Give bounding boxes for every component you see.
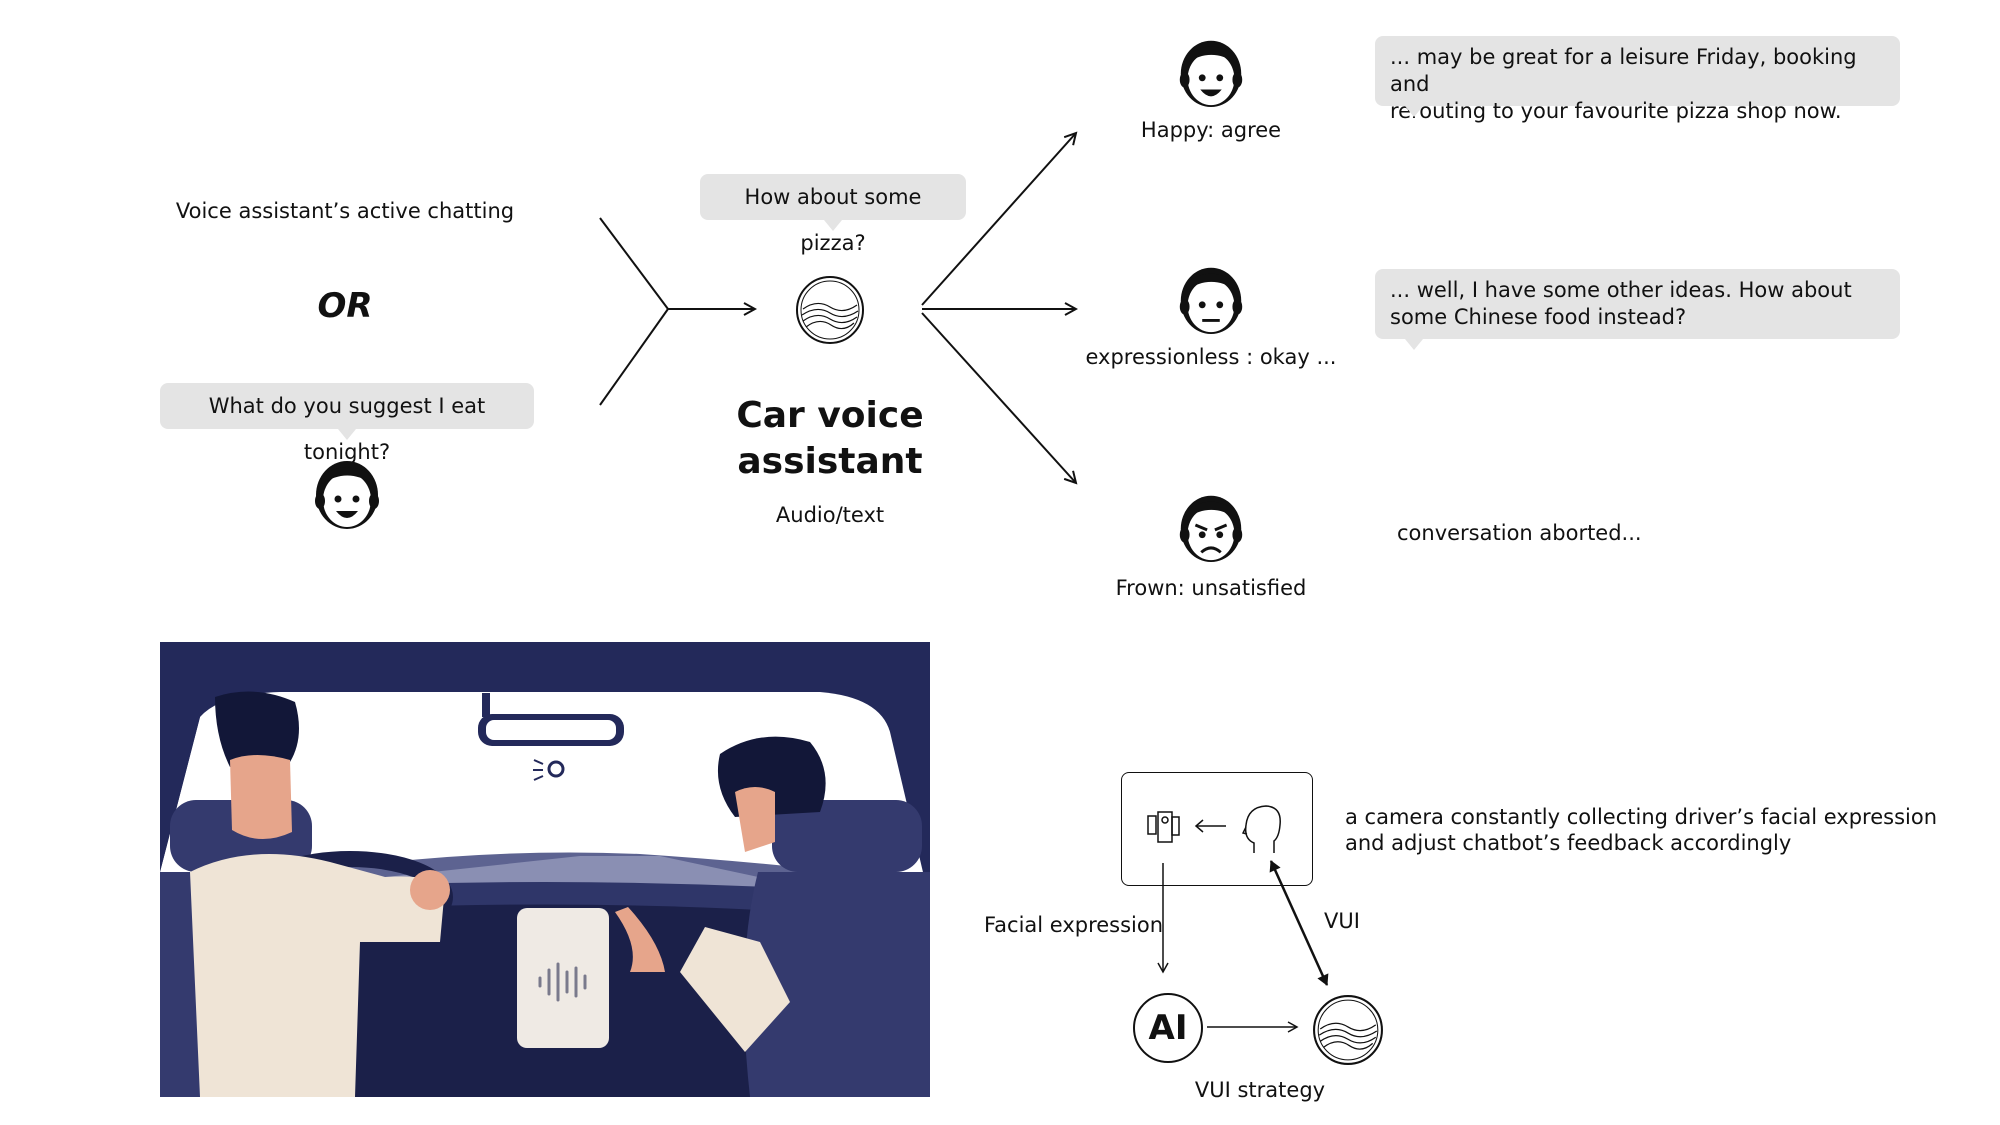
camera-icon (1147, 811, 1180, 843)
assistant-title: Car voice assistant (700, 393, 960, 485)
branch-arrow-happy (921, 133, 1076, 306)
vui-label: VUI (1324, 909, 1360, 933)
expressionless-face-icon (1179, 267, 1243, 335)
camera-description: a camera constantly collecting driver’s … (1345, 804, 1937, 856)
vui-bidirectional-arrow (1269, 860, 1329, 986)
assistant-question-text: How about some pizza? (744, 185, 922, 255)
expressionless-label: expressionless : okay ... (1085, 345, 1337, 369)
happy-response-line1: ... may be great for a leisure Friday, b… (1390, 45, 1857, 96)
facial-expression-label: Facial expression (984, 913, 1164, 937)
happy-face-icon (1179, 40, 1243, 108)
frown-response-text: conversation aborted... (1397, 521, 1642, 545)
vui-strategy-label: VUI strategy (1194, 1078, 1326, 1102)
merge-line-top (599, 217, 669, 310)
arrow-left-icon (1194, 819, 1226, 833)
car-interior-illustration (160, 642, 930, 1097)
happy-response-line2: rerouting to your favourite pizza shop n… (1390, 99, 1842, 123)
camera-description-line1: a camera constantly collecting driver’s … (1345, 805, 1938, 829)
user-smile-icon (315, 461, 379, 529)
driver-head-icon (1242, 805, 1281, 853)
voice-assistant-logo-icon (796, 276, 864, 344)
assistant-subtitle: Audio/text (775, 503, 885, 527)
ai-node: AI (1133, 993, 1203, 1063)
active-chatting-label: Voice assistant’s active chatting (175, 199, 515, 223)
frown-label: Frown: unsatisfied (1115, 576, 1307, 600)
camera-panel (1121, 772, 1313, 886)
expressionless-response-line2: some Chinese food instead? (1390, 305, 1687, 329)
expressionless-response-bubble: ... well, I have some other ideas. How a… (1375, 269, 1900, 350)
assistant-title-line1: Car voice (736, 395, 924, 436)
ai-label: AI (1148, 1008, 1188, 1048)
assistant-title-line2: assistant (737, 441, 923, 482)
expressionless-response-line1: ... well, I have some other ideas. How a… (1390, 278, 1852, 302)
assistant-speech-bubble: How about some pizza? (700, 174, 966, 255)
user-speech-bubble: What do you suggest I eat tonight? (160, 383, 534, 464)
happy-label: Happy: agree (1140, 118, 1282, 142)
camera-description-line2: and adjust chatbot’s feedback accordingl… (1345, 831, 1792, 855)
vui-logo-icon (1313, 995, 1383, 1065)
branch-arrow-frown (921, 312, 1076, 483)
merge-line-bottom (599, 308, 669, 406)
or-label: OR (317, 286, 373, 326)
happy-response-bubble: ... may be great for a leisure Friday, b… (1375, 36, 1900, 123)
frown-face-icon (1179, 495, 1243, 563)
user-question-text: What do you suggest I eat tonight? (208, 394, 486, 464)
